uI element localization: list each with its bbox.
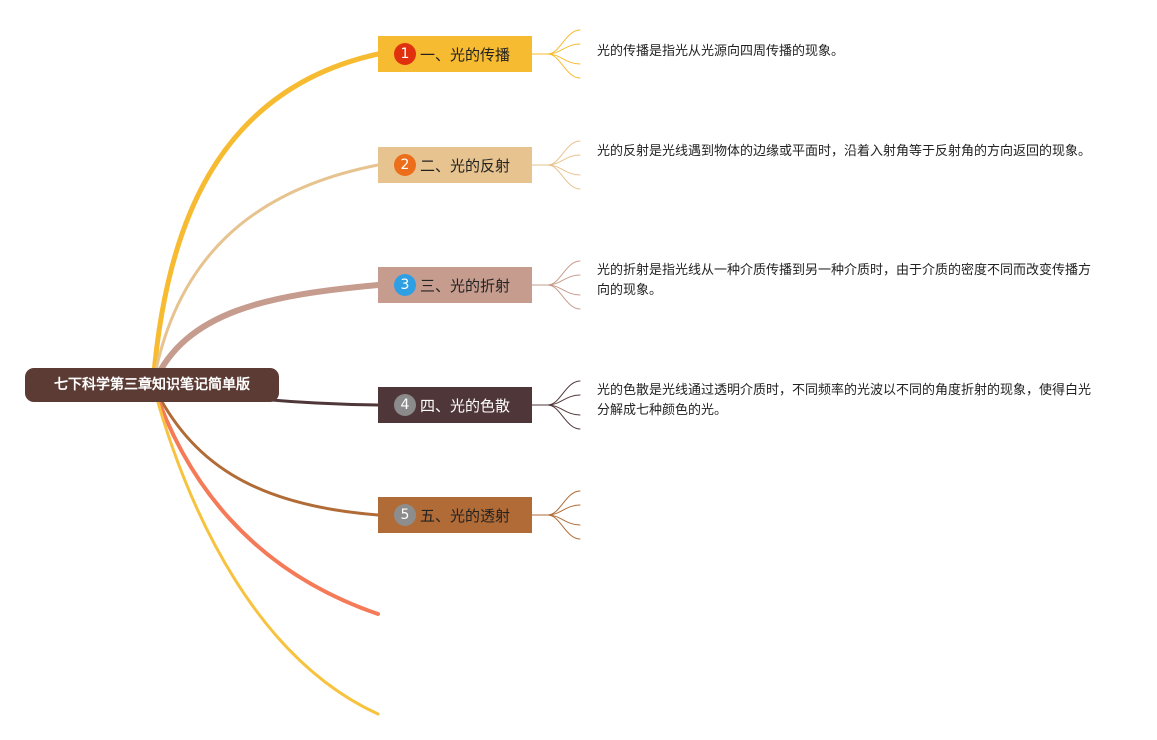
note-1: 光的传播是指光从光源向四周传播的现象。: [597, 44, 845, 59]
branch-connector-7: [151, 383, 380, 716]
branch-connector-3: [150, 282, 381, 388]
number-3-icon: 3: [394, 274, 416, 296]
note-fan-2-2: [547, 154, 581, 166]
note-fan-1-1: [547, 29, 581, 55]
note-fan-4-2: [547, 394, 581, 406]
number-5-icon: 5: [394, 504, 416, 526]
branch-connector-2: [151, 163, 380, 387]
branch-topic-3-label: 三、光的折射: [420, 276, 511, 295]
note-fan-4-4: [547, 404, 581, 430]
branch-topic-5[interactable]: 5 五、光的透射: [378, 497, 532, 533]
branch-topic-4[interactable]: 4 四、光的色散: [378, 387, 532, 423]
number-1-icon: 1: [394, 43, 416, 65]
note-fan-1-2: [547, 43, 581, 55]
number-2-icon: 2: [394, 154, 416, 176]
note-4: 光的色散是光线通过透明介质时，不同频率的光波以不同的角度折射的现象，使得白光分解…: [597, 383, 1092, 418]
number-4-icon: 4: [394, 394, 416, 416]
branch-topic-1[interactable]: 1 一、光的传播: [378, 36, 532, 72]
branch-topic-1-label: 一、光的传播: [420, 45, 511, 64]
branch-connector-1: [150, 51, 381, 388]
note-2: 光的反射是光线遇到物体的边缘或平面时，沿着入射角等于反射角的方向返回的现象。: [597, 144, 1092, 159]
branch-connector-5: [151, 383, 380, 517]
note-fan-3-2: [547, 274, 581, 286]
note-fan-5-4: [547, 514, 581, 540]
branch-topic-5-label: 五、光的透射: [420, 506, 511, 525]
root-topic[interactable]: 七下科学第三章知识笔记简单版: [25, 368, 279, 402]
note-fan-3-4: [547, 284, 581, 310]
branch-topic-4-label: 四、光的色散: [420, 396, 511, 415]
note-3: 光的折射是指光线从一种介质传播到另一种介质时，由于介质的密度不同而改变传播方向的…: [597, 263, 1092, 298]
note-fan-3-1: [547, 260, 581, 286]
note-fan-2-4: [547, 164, 581, 190]
branch-topic-2-label: 二、光的反射: [420, 156, 511, 175]
note-fan-1-4: [547, 53, 581, 79]
note-fan-2-1: [547, 140, 581, 166]
branch-topic-2[interactable]: 2 二、光的反射: [378, 147, 532, 183]
branch-topic-3[interactable]: 3 三、光的折射: [378, 267, 532, 303]
note-fan-5-1: [547, 490, 581, 516]
branch-connector-6: [151, 383, 380, 616]
note-fan-5-2: [547, 504, 581, 516]
note-fan-4-1: [547, 380, 581, 406]
root-topic-label: 七下科学第三章知识笔记简单版: [54, 377, 250, 393]
